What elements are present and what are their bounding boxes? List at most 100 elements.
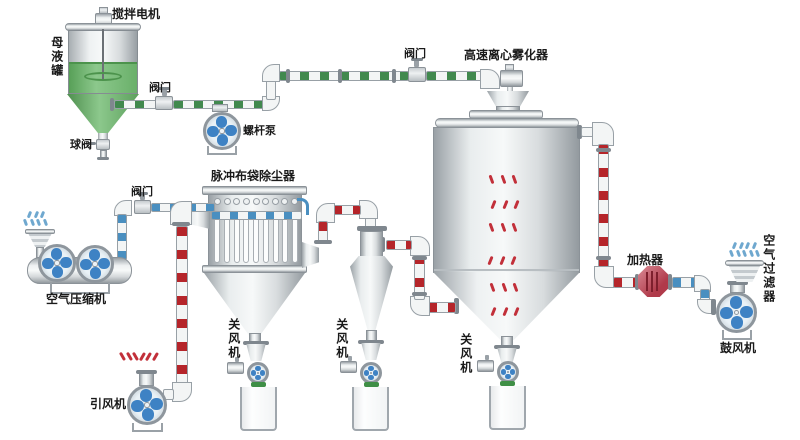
bag-filter-cone	[204, 273, 305, 336]
tank-outlet-neck	[98, 133, 108, 139]
air-filter	[728, 264, 761, 282]
bag-caps	[214, 198, 298, 206]
flange	[596, 148, 611, 152]
atomizer-shaft	[507, 87, 513, 92]
induced-fan-label: 引风机	[90, 397, 127, 411]
flange	[412, 256, 427, 260]
pulse-valve	[134, 200, 151, 214]
atomizer-bowl	[487, 91, 529, 107]
bag-filter-label: 脉冲布袋除尘器	[211, 169, 296, 183]
hot-air-marks	[490, 306, 520, 317]
powder-air-pipe	[428, 302, 456, 313]
powder-bin	[489, 386, 526, 430]
compressor-label: 空气压缩机	[46, 292, 107, 306]
flange	[454, 298, 459, 314]
flange	[358, 340, 384, 344]
feed-valve	[155, 96, 173, 110]
air-filter-label: 空气过滤器	[761, 234, 776, 304]
compressor-intake-rim	[25, 229, 55, 234]
flange	[172, 222, 190, 226]
compressor-fan-2	[76, 245, 114, 283]
flange	[136, 370, 157, 374]
flange	[577, 125, 582, 139]
rotary-airlock-valve	[360, 362, 382, 384]
stirrer-shaft	[102, 29, 104, 79]
cyclone-top-flange	[357, 226, 387, 231]
atomizer-label: 高速离心雾化器	[464, 48, 549, 62]
air-intake-marks	[22, 218, 48, 227]
flange	[635, 274, 639, 290]
feed-pipe	[114, 100, 158, 109]
heater-element	[646, 272, 648, 291]
hot-air-marks	[487, 255, 517, 266]
valve-handle	[158, 87, 170, 90]
rotary-airlock-valve	[497, 361, 519, 383]
pipe-elbow	[594, 266, 614, 288]
flange	[494, 345, 520, 349]
heater-element	[651, 271, 653, 292]
heater-label: 加热器	[627, 253, 664, 267]
cyclone-cylinder	[360, 231, 383, 258]
exhaust-marks	[118, 351, 159, 362]
feed-riser	[266, 80, 276, 100]
pulse-valve-label: 阀门	[131, 185, 153, 198]
airlock-base	[500, 381, 515, 386]
pulse-header-bend	[297, 198, 309, 215]
exhaust-downcomer	[176, 226, 188, 384]
compressor-intake-funnel	[28, 233, 52, 247]
airlock-motor-stem	[348, 356, 352, 361]
air-intake-marks	[26, 210, 45, 219]
atomizer-valve-label: 阀门	[404, 47, 426, 60]
flange	[338, 69, 342, 83]
rotary-airlock-valve	[247, 362, 269, 384]
hot-air-riser	[598, 144, 609, 268]
airlock-motor-stem	[235, 357, 239, 362]
pump-inlet-tee	[212, 104, 228, 112]
valve-stem	[414, 60, 419, 67]
airlock-motor	[227, 362, 244, 374]
tank-label: 母液罐	[49, 36, 64, 78]
air-intake-marks	[731, 241, 757, 250]
pipe-elbow	[262, 64, 280, 82]
flange	[243, 341, 269, 345]
cyclone-cone	[350, 256, 393, 332]
compressor-fan-1	[38, 244, 76, 282]
cyclone-to-filter-pipe	[333, 205, 361, 215]
heater-element	[656, 272, 658, 291]
tower-seam	[434, 269, 579, 271]
pipe-elbow	[172, 382, 192, 402]
bag-filter-inlet-nozzle	[302, 242, 319, 268]
ball-valve-label: 球阀	[70, 138, 92, 151]
valve-stem	[162, 89, 167, 96]
valve-stem	[140, 194, 145, 200]
stirrer-paddle	[84, 72, 122, 81]
airlock-motor-stem	[485, 355, 489, 360]
flange	[314, 240, 332, 244]
powder-bin	[352, 387, 389, 431]
pipe-elbow	[592, 122, 614, 146]
pipe-elbow	[410, 236, 430, 256]
flange	[727, 281, 748, 285]
atomizer-valve	[408, 67, 426, 82]
compressor-riser	[117, 214, 127, 260]
hot-air-marks	[488, 174, 517, 185]
airlock-motor	[340, 361, 357, 373]
screw-pump	[203, 112, 241, 150]
rotary-airlock-label: 关风机	[458, 333, 473, 375]
hot-air-marks	[489, 282, 518, 293]
valve-handle	[411, 58, 423, 61]
flange	[596, 256, 611, 260]
airlock-motor	[477, 360, 494, 372]
airlock-hopper	[361, 343, 381, 360]
pulse-air-header	[211, 211, 302, 220]
pipe-elbow	[316, 203, 335, 223]
flange	[97, 157, 109, 160]
flange	[412, 292, 427, 296]
cyclone-inlet-pipe	[386, 240, 412, 250]
blower	[716, 292, 757, 333]
heater	[638, 266, 669, 297]
blower-label: 鼓风机	[720, 341, 757, 355]
hot-air-marks	[488, 222, 517, 233]
airlock-base	[364, 382, 379, 387]
